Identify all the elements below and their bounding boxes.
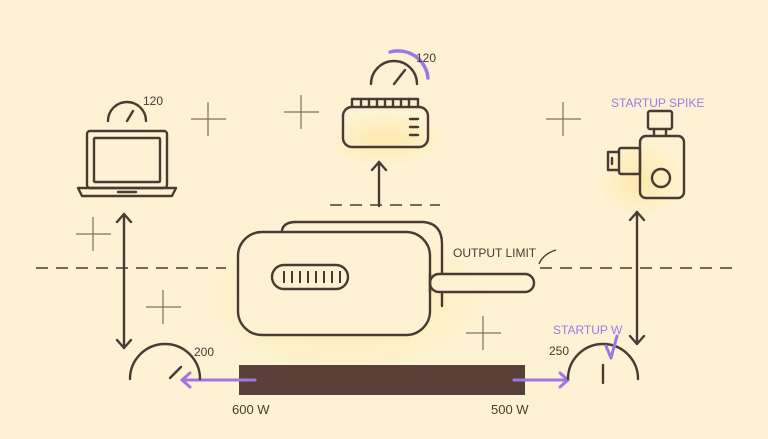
- crosshair-icon: [76, 217, 111, 251]
- gauge-icon: [566, 342, 640, 385]
- startup-spike-label: STARTUP SPIKE: [611, 96, 704, 110]
- arrow-up: [370, 160, 388, 208]
- crosshair-icon: [284, 95, 319, 129]
- laptop-gauge-label: 120: [143, 94, 163, 108]
- crosshair-icon: [546, 102, 581, 136]
- gauge-icon: [106, 100, 148, 123]
- output-limit-label: OUTPUT LIMIT: [453, 246, 537, 260]
- crosshair-icon: [146, 290, 181, 324]
- arrow-left-vertical: [115, 212, 133, 350]
- arrow-right-vertical: [628, 210, 646, 346]
- left-gauge-label: 200: [194, 345, 214, 359]
- gauge-icon: [369, 49, 430, 86]
- laptop-icon: [76, 129, 178, 198]
- left-watts-label: 600 W: [232, 402, 270, 417]
- tool-gauge-label: 120: [416, 51, 436, 65]
- dashed-lines: [36, 204, 735, 269]
- power-station-icon: [236, 220, 536, 337]
- power-tool-icon: [341, 97, 430, 149]
- crosshair-icon: [466, 316, 501, 350]
- motor-icon: [606, 109, 686, 200]
- crosshair-icon: [191, 102, 226, 136]
- gauge-icon: [128, 342, 202, 381]
- power-bar: [239, 365, 525, 395]
- startup-w-label: STARTUP W: [553, 323, 623, 337]
- right-gauge-label: 250: [549, 344, 569, 358]
- station-vents: [283, 271, 341, 283]
- right-watts-label: 500 W: [491, 402, 529, 417]
- output-limit-leader: [538, 249, 557, 265]
- purple-arrow-left: [180, 371, 257, 389]
- crosshair-icons: [76, 95, 581, 350]
- startup-tick: [604, 334, 619, 360]
